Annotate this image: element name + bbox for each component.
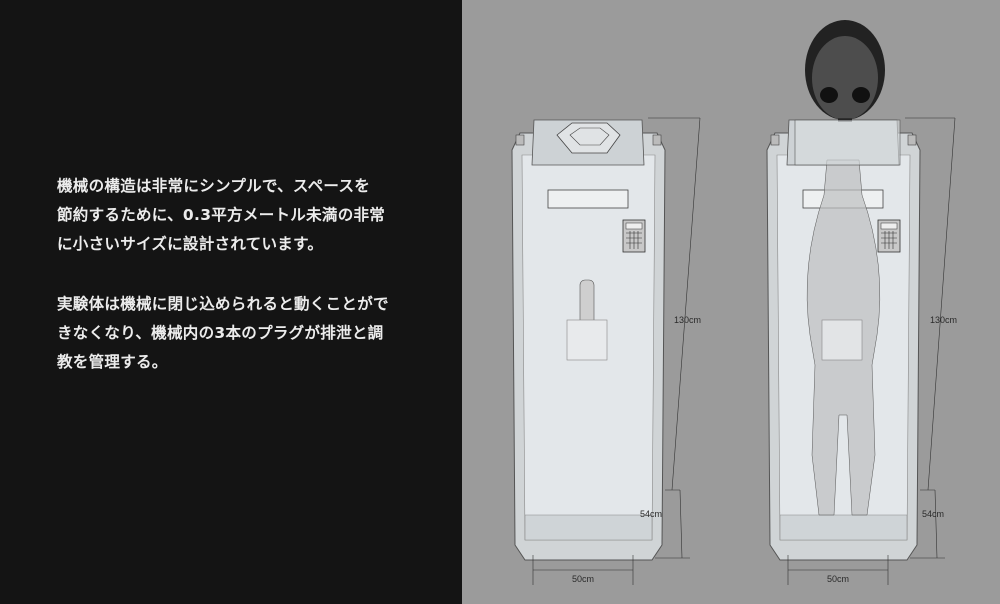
width-label-occupied: 50cm [827, 574, 849, 584]
dimensions-occupied [787, 117, 956, 585]
description-panel: 機械の構造は非常にシンプルで、スペースを 節約するために、0.3平方メートル未満… [0, 0, 462, 604]
dimensions-empty [532, 117, 701, 585]
description-paragraph-2: 実験体は機械に閉じ込められると動くことがで きなくなり、機械内の3本のプラグが排… [57, 295, 389, 371]
mannequin-head [794, 20, 901, 166]
height-label-occupied: 130cm [930, 315, 957, 325]
description-paragraph-1: 機械の構造は非常にシンプルで、スペースを 節約するために、0.3平方メートル未満… [57, 177, 386, 253]
base-label-empty: 54cm [640, 509, 662, 519]
machine-render: 130cm 54cm 50cm 130cm 54cm 50cm [511, 20, 957, 585]
machine-empty [511, 119, 666, 561]
machine-occupied [766, 119, 921, 561]
base-label-occupied: 54cm [922, 509, 944, 519]
width-label-empty: 50cm [572, 574, 594, 584]
height-label-empty: 130cm [674, 315, 701, 325]
